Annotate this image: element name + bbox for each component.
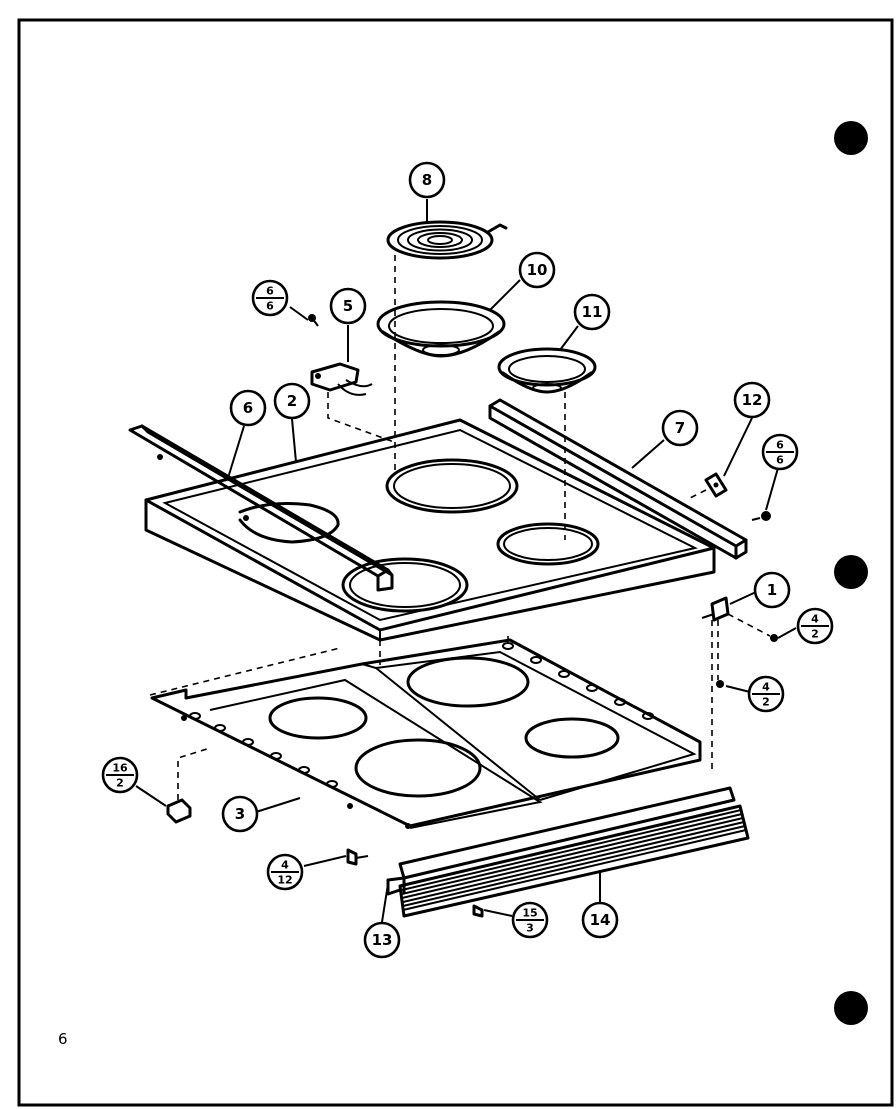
- binder-hole-middle: [834, 555, 868, 589]
- callout-1: 1: [753, 571, 791, 609]
- callout-label: 3: [235, 805, 245, 823]
- reference-denominator: 2: [811, 628, 819, 641]
- reference-callout-4-2: 42: [747, 675, 785, 713]
- callout-circle: [221, 795, 259, 833]
- reference-numerator: 4: [811, 613, 819, 626]
- callout-3: 3: [221, 795, 259, 833]
- binder-hole-bottom: [834, 991, 868, 1025]
- surface-element-part: [386, 220, 508, 260]
- reference-denominator: 2: [116, 777, 124, 790]
- callout-circle: [229, 389, 267, 427]
- callout-circle: [273, 382, 311, 420]
- reference-denominator: 3: [526, 922, 534, 935]
- callout-label: 14: [590, 911, 611, 929]
- clip-part: [704, 472, 728, 498]
- reference-denominator: 12: [277, 874, 292, 887]
- lower-frame-part: [150, 638, 702, 829]
- callout-5: 5: [329, 287, 367, 325]
- reference-numerator: 4: [281, 859, 289, 872]
- callout-14: 14: [581, 901, 619, 939]
- callout-6: 6: [229, 389, 267, 427]
- screw-part: [716, 634, 778, 688]
- reference-denominator: 6: [776, 454, 784, 467]
- callout-7: 7: [661, 409, 699, 447]
- reference-numerator: 6: [266, 285, 274, 298]
- callout-circle: [581, 901, 619, 939]
- page-border: [17, 18, 894, 1107]
- cooktop-main-top-part: [144, 418, 716, 642]
- callout-label: 7: [675, 419, 685, 437]
- callout-label: 8: [422, 171, 432, 189]
- callout-label: 2: [287, 392, 297, 410]
- binder-hole-top: [834, 121, 868, 155]
- callout-label: 10: [527, 261, 548, 279]
- reference-callout-6-6: 66: [761, 433, 799, 471]
- drip-pan-small-part: [497, 347, 597, 394]
- page-number: 6: [58, 1030, 68, 1048]
- reference-callout-6-6: 66: [251, 279, 289, 317]
- callout-circle: [363, 921, 401, 959]
- callout-label: 12: [742, 391, 763, 409]
- callout-circle: [753, 571, 791, 609]
- callout-circle: [518, 251, 556, 289]
- reference-numerator: 4: [762, 681, 770, 694]
- vent-grille-part: [398, 804, 750, 918]
- callout-circle: [573, 293, 611, 331]
- callout-12: 12: [733, 381, 771, 419]
- callout-11: 11: [573, 293, 611, 331]
- reference-denominator: 2: [762, 696, 770, 709]
- callout-label: 6: [243, 399, 253, 417]
- reference-callout-15-3: 153: [511, 901, 549, 939]
- callout-13: 13: [363, 921, 401, 959]
- reference-numerator: 16: [112, 762, 128, 775]
- reference-callout-4-2: 42: [796, 607, 834, 645]
- callout-label: 11: [582, 303, 603, 321]
- receptacle-part: [310, 362, 373, 396]
- callout-circle: [733, 381, 771, 419]
- callout-circle: [329, 287, 367, 325]
- screw-part: [751, 511, 771, 521]
- reference-callout-4-12: 412: [266, 853, 304, 891]
- callout-label: 13: [372, 931, 393, 949]
- trim-strip-right-part: [488, 398, 748, 560]
- side-clip-part: [166, 798, 192, 824]
- callout-circle: [661, 409, 699, 447]
- trim-strip-left-part: [128, 424, 394, 592]
- screw-part: [308, 314, 319, 327]
- drip-pan-large-part: [376, 300, 506, 358]
- callout-8: 8: [408, 161, 446, 199]
- reference-denominator: 6: [266, 300, 274, 313]
- screw-part: [346, 848, 484, 918]
- callout-label: 1: [767, 581, 777, 599]
- reference-numerator: 6: [776, 439, 784, 452]
- callout-circle: [408, 161, 446, 199]
- leader-lines: [135, 199, 797, 923]
- reference-callout-16-2: 162: [101, 756, 139, 794]
- bracket-part: [701, 596, 730, 622]
- callout-10: 10: [518, 251, 556, 289]
- reference-numerator: 15: [522, 907, 537, 920]
- callout-2: 2: [273, 382, 311, 420]
- callout-label: 5: [343, 297, 353, 315]
